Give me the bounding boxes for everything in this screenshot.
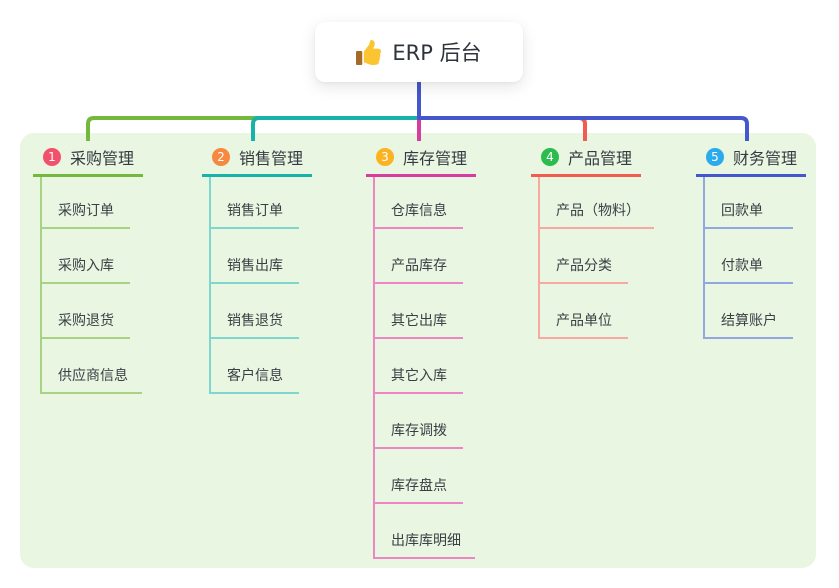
child-topic[interactable]: 供应商信息 [42,339,142,394]
child-topic[interactable]: 采购退货 [42,284,130,339]
child-topic[interactable]: 采购订单 [42,177,130,229]
mindmap-panel [20,133,816,568]
branch-finance: 5 财务管理 回款单 付款单 结算账户 [696,148,806,339]
branch-label: 销售管理 [239,149,304,168]
branch-purchase: 1 采购管理 采购订单 采购入库 采购退货 供应商信息 [33,148,143,394]
thumbs-up-icon [356,39,382,65]
branch-label: 库存管理 [403,149,468,168]
branch-number-badge: 2 [212,148,230,166]
branch-heading-finance[interactable]: 5 财务管理 [696,148,806,177]
branch-label: 财务管理 [733,149,798,168]
child-topic[interactable]: 回款单 [705,177,793,229]
branch-label: 采购管理 [70,149,135,168]
branch-heading-purchase[interactable]: 1 采购管理 [33,148,143,177]
child-topic[interactable]: 仓库信息 [375,177,463,229]
child-topic[interactable]: 出库库明细 [375,504,475,559]
child-topic[interactable]: 产品（物料） [540,177,654,229]
root-node[interactable]: ERP 后台 [315,22,523,82]
branch-heading-inventory[interactable]: 3 库存管理 [366,148,476,177]
branch-heading-sales[interactable]: 2 销售管理 [202,148,312,177]
branch-children-product: 产品（物料） 产品分类 产品单位 [538,177,654,339]
child-topic[interactable]: 销售订单 [211,177,299,229]
branch-number-badge: 5 [706,148,724,166]
child-topic[interactable]: 产品单位 [540,284,628,339]
child-topic[interactable]: 其它出库 [375,284,463,339]
child-topic[interactable]: 库存调拨 [375,394,463,449]
branch-label: 产品管理 [568,149,633,168]
branch-sales: 2 销售管理 销售订单 销售出库 销售退货 客户信息 [202,148,312,394]
child-topic[interactable]: 产品分类 [540,229,628,284]
child-topic[interactable]: 付款单 [705,229,793,284]
branch-inventory: 3 库存管理 仓库信息 产品库存 其它出库 其它入库 库存调拨 库存盘点 出库库… [366,148,476,559]
child-topic[interactable]: 客户信息 [211,339,299,394]
branch-number-badge: 3 [376,148,394,166]
child-topic[interactable]: 销售退货 [211,284,299,339]
child-topic[interactable]: 结算账户 [705,284,793,339]
branch-children-inventory: 仓库信息 产品库存 其它出库 其它入库 库存调拨 库存盘点 出库库明细 [373,177,476,559]
child-topic[interactable]: 产品库存 [375,229,463,284]
branch-children-sales: 销售订单 销售出库 销售退货 客户信息 [209,177,312,394]
branch-children-finance: 回款单 付款单 结算账户 [703,177,806,339]
child-topic[interactable]: 销售出库 [211,229,299,284]
branch-children-purchase: 采购订单 采购入库 采购退货 供应商信息 [40,177,143,394]
branch-heading-product[interactable]: 4 产品管理 [531,148,641,177]
child-topic[interactable]: 其它入库 [375,339,463,394]
child-topic[interactable]: 库存盘点 [375,449,463,504]
root-title: ERP 后台 [392,41,482,65]
child-topic[interactable]: 采购入库 [42,229,130,284]
branch-number-badge: 4 [541,148,559,166]
branch-number-badge: 1 [43,148,61,166]
branch-product: 4 产品管理 产品（物料） 产品分类 产品单位 [531,148,654,339]
